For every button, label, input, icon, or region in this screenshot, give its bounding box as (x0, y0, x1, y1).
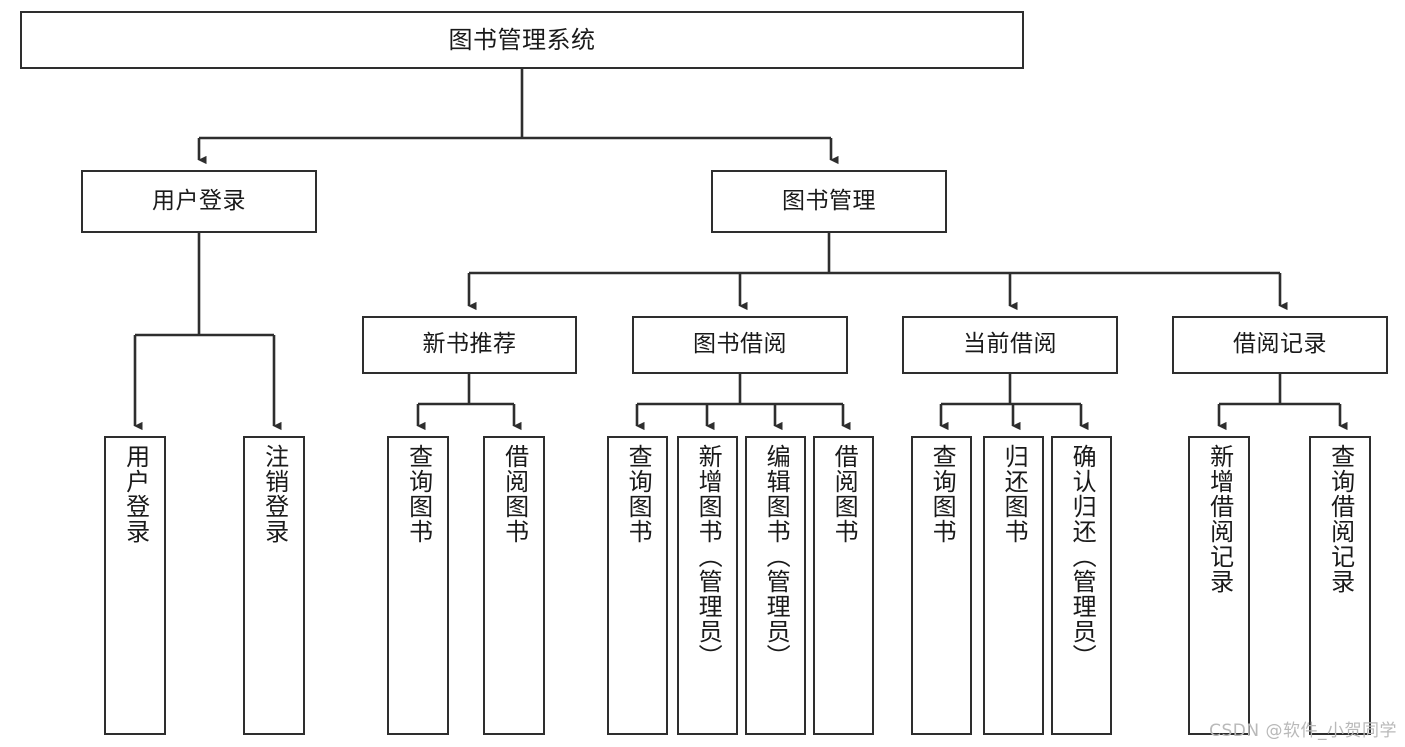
node-leaf-confirm-return-admin[interactable]: 确认归还（管理员） (1051, 436, 1112, 735)
node-root-label: 图书管理系统 (448, 25, 596, 54)
node-borrow-records-label: 借阅记录 (1233, 331, 1327, 358)
node-leaf-query-book-borrow[interactable]: 查询图书 (607, 436, 668, 735)
node-leaf-query-book-borrow-label: 查询图书 (624, 444, 653, 544)
node-leaf-user-logout[interactable]: 注销登录 (243, 436, 305, 735)
node-leaf-user-logout-label: 注销登录 (260, 444, 289, 544)
node-leaf-return-book[interactable]: 归还图书 (983, 436, 1044, 735)
node-leaf-borrow-book[interactable]: 借阅图书 (813, 436, 874, 735)
node-leaf-user-login[interactable]: 用户登录 (104, 436, 166, 735)
node-leaf-query-book-recommend[interactable]: 查询图书 (387, 436, 449, 735)
node-leaf-query-book-current-label: 查询图书 (928, 444, 957, 544)
node-book-borrow[interactable]: 图书借阅 (632, 316, 848, 374)
node-borrow-records[interactable]: 借阅记录 (1172, 316, 1388, 374)
node-new-book-recommend[interactable]: 新书推荐 (362, 316, 577, 374)
node-leaf-query-borrow-record[interactable]: 查询借阅记录 (1309, 436, 1371, 735)
node-book-borrow-label: 图书借阅 (693, 331, 787, 358)
node-leaf-borrow-book-recommend[interactable]: 借阅图书 (483, 436, 545, 735)
node-user-login[interactable]: 用户登录 (81, 170, 317, 233)
node-leaf-user-login-label: 用户登录 (121, 444, 150, 544)
node-leaf-return-book-label: 归还图书 (1000, 444, 1029, 544)
node-leaf-confirm-return-admin-label: 确认归还（管理员） (1068, 444, 1097, 669)
node-user-login-label: 用户登录 (152, 187, 246, 214)
node-leaf-add-borrow-record-label: 新增借阅记录 (1205, 444, 1234, 594)
node-leaf-query-book-current[interactable]: 查询图书 (911, 436, 972, 735)
node-leaf-add-book-admin-label: 新增图书（管理员） (694, 444, 723, 669)
watermark: CSDN @软件_小贺同学 (1209, 721, 1397, 741)
node-book-management[interactable]: 图书管理 (711, 170, 947, 233)
node-leaf-add-borrow-record[interactable]: 新增借阅记录 (1188, 436, 1250, 735)
node-current-borrow-label: 当前借阅 (963, 331, 1057, 358)
node-current-borrow[interactable]: 当前借阅 (902, 316, 1118, 374)
node-leaf-edit-book-admin[interactable]: 编辑图书（管理员） (745, 436, 806, 735)
node-root[interactable]: 图书管理系统 (20, 11, 1024, 69)
node-leaf-edit-book-admin-label: 编辑图书（管理员） (762, 444, 791, 669)
node-leaf-add-book-admin[interactable]: 新增图书（管理员） (677, 436, 738, 735)
node-leaf-query-book-recommend-label: 查询图书 (404, 444, 433, 544)
node-leaf-query-borrow-record-label: 查询借阅记录 (1326, 444, 1355, 594)
node-book-management-label: 图书管理 (782, 187, 876, 214)
node-leaf-borrow-book-recommend-label: 借阅图书 (500, 444, 529, 544)
node-new-book-recommend-label: 新书推荐 (422, 331, 517, 358)
node-leaf-borrow-book-label: 借阅图书 (830, 444, 859, 544)
